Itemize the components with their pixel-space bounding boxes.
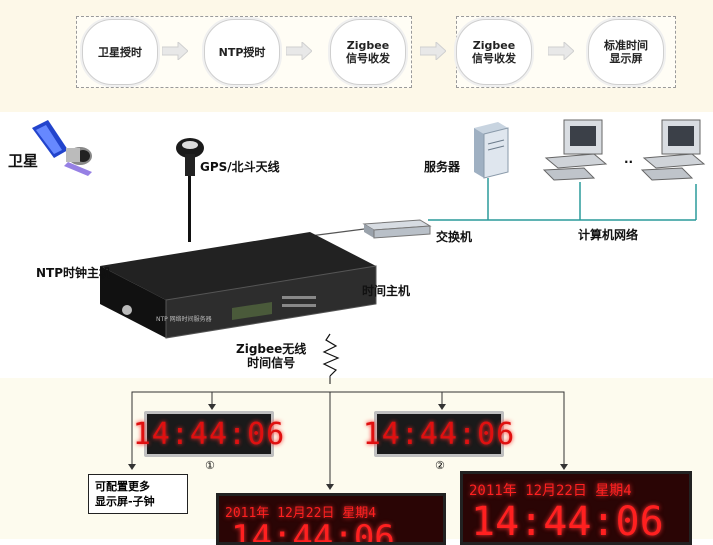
device-panel-label: NTP 网络时间服务器 [156,316,212,323]
flow-step-zigbee-send-line2: 信号收发 [346,52,390,65]
switch-label: 交换机 [436,230,473,244]
server-label: 服务器 [424,160,461,174]
satellite-icon [32,120,92,176]
slave-clock-1: 14:44:06 [133,411,284,457]
note-line2: 显示屏-子钟 [95,495,155,508]
flow-step-satellite: 卫星授时 [82,19,158,85]
zigbee-signal-label: Zigbee无线 时间信号 [236,342,306,370]
flow-step-display-line1: 标准时间 [604,39,648,52]
flow-arrow-icon [162,42,188,60]
calendar-clock-1-time: 14:44:06 [231,518,395,545]
slave-clock-1-time: 14:44:06 [132,416,286,452]
note-line1: 可配置更多 [95,480,150,493]
calendar-clock-2: 2011年 12月22日 星期4 14:44:06 [460,471,692,545]
clock-1-number: ① [205,459,215,472]
flow-step-zigbee-send-line1: Zigbee [346,39,390,52]
switch-icon [362,219,432,239]
flow-step-zigbee-receive-line2: 信号收发 [472,52,516,65]
calendar-clock-2-date: 2011年 12月22日 星期4 [469,483,632,499]
satellite-label: 卫星 [8,152,39,170]
time-host-label: 时间主机 [362,284,411,298]
flow-step-ntp: NTP授时 [204,19,280,85]
flow-step-display-line2: 显示屏 [609,52,643,65]
flow-arrow-icon [420,42,446,60]
flow-arrow-icon [286,42,312,60]
ntp-clock-host-device [100,232,377,339]
clock-2-number: ② [435,459,445,472]
flow-arrow-icon [548,42,574,60]
computer-icon [542,119,608,181]
antenna-label: GPS/北斗天线 [200,160,280,174]
calendar-clock-1-date: 2011年 12月22日 星期4 [225,506,377,521]
more-displays-note: 可配置更多 显示屏-子钟 [88,474,188,514]
flow-step-satellite-label: 卫星授时 [98,45,142,59]
more-computers-dots: .. [624,152,634,166]
computer-network-label: 计算机网络 [578,228,639,242]
slave-clock-2-time: 14:44:06 [362,416,516,452]
zigbee-line2: 时间信号 [247,356,296,370]
server-icon [474,122,509,179]
gps-antenna-icon [176,138,204,242]
flow-step-zigbee-receive-line1: Zigbee [472,39,516,52]
calendar-clock-2-time: 14:44:06 [471,499,664,545]
zigbee-line1: Zigbee无线 [236,342,307,356]
flow-step-display: 标准时间显示屏 [588,19,664,85]
ntp-host-label: NTP时钟主机 [36,266,112,280]
flow-step-ntp-label: NTP授时 [218,45,266,59]
computer-icon [640,119,706,181]
slave-clock-2: 14:44:06 [363,411,514,457]
calendar-clock-1: 2011年 12月22日 星期4 14:44:06 [216,493,446,545]
